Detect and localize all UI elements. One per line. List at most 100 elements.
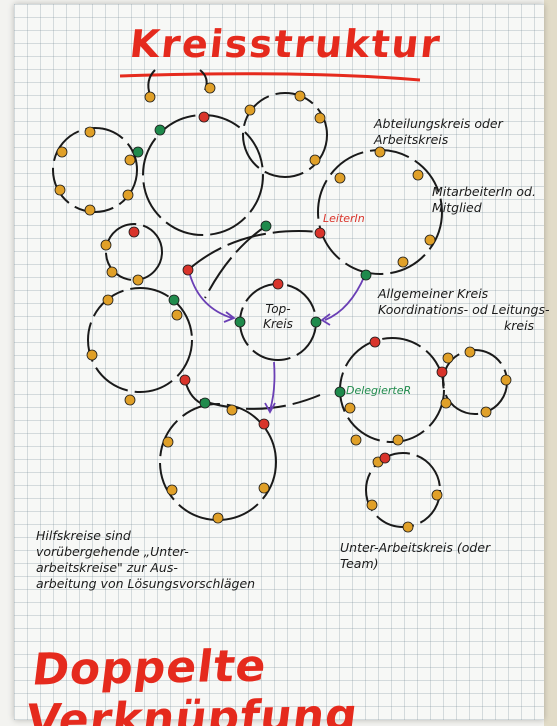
arrow-left-head [223,311,236,323]
top-circle-label: Top- Kreis [256,302,300,332]
member-dot [309,154,321,166]
member-dot [402,521,414,533]
member-dot [162,436,174,448]
note-unter-arbeitskreis: Unter-Arbeitskreis (oder Team) [340,540,490,572]
leader-dot [369,336,381,348]
note-line: Abteilungskreis oder [374,116,503,131]
leader-dot [379,452,391,464]
note-line: MitarbeiterIn od. [432,184,536,199]
delegate-dot [260,220,272,232]
note-line: kreis [504,318,535,333]
arrow-down [269,361,276,411]
note-line: vorübergehende „Unter- [36,544,189,559]
note-line: Hilfskreise sind [36,528,131,543]
leader-dot [436,366,448,378]
member-dot [392,434,404,446]
note-mitarbeiter: MitarbeiterIn od. Mitglied [432,184,536,216]
leader-dot [272,278,284,290]
member-dot [204,82,216,94]
member-dot [84,126,96,138]
note-line: Mitglied [432,200,482,215]
member-dot [102,294,114,306]
delegate-dot [199,397,211,409]
member-dot [56,146,68,158]
arrow-left-to-top [189,274,233,319]
member-dot [500,374,512,386]
member-dot [258,482,270,494]
member-dot [366,499,378,511]
member-dot [132,274,144,286]
member-dot [86,349,98,361]
page-title: Kreisstruktur [127,22,444,66]
member-dot [374,146,386,158]
member-dot [334,172,346,184]
wall-edge [544,0,557,726]
circle-upper-left [52,127,138,213]
member-dot [244,104,256,116]
note-abteilungskreis: Abteilungskreis oder Arbeitskreis [374,116,503,148]
delegate-dot [360,269,372,281]
member-dot [442,352,454,364]
member-dot [124,154,136,166]
member-dot [100,239,112,251]
member-dot [464,346,476,358]
delegate-dot [168,294,180,306]
leiterin-label: LeiterIn [323,212,365,225]
arrow-right-to-top [324,274,366,321]
member-dot [480,406,492,418]
link-curve-2 [204,225,267,299]
note-line: Allgemeiner Kreis [378,286,489,301]
note-line: arbeitung von Lösungsvorschlägen [36,576,256,591]
delegate-dot [310,316,322,328]
note-line: Arbeitskreis [374,132,449,147]
note-hilfskreise: Hilfskreise sind vorübergehende „Unter- … [36,528,255,592]
member-dot [124,394,136,406]
arrow-down-head [264,402,276,414]
arrow-right-head [320,313,331,326]
member-dot [424,234,436,246]
leader-dot [198,111,210,123]
leader-dot [182,264,194,276]
circle-lower-center [159,403,277,521]
member-dot [294,90,306,102]
member-dot [122,189,134,201]
note-line: Team) [340,556,379,571]
member-dot [440,397,452,409]
member-dot [171,309,183,321]
delegate-dot [334,386,346,398]
circle-upper-right [242,92,328,178]
delegate-dot [154,124,166,136]
leader-dot [179,374,191,386]
member-dot [397,256,409,268]
circle-small-left [105,223,163,281]
member-dot [431,489,443,501]
grid-paper [14,4,544,720]
member-dot [144,91,156,103]
delegierte-label: DelegierteR [346,384,412,397]
member-dot [54,184,66,196]
member-dot [350,434,362,446]
note-allgemeiner-kreis: Allgemeiner Kreis Koordinations- od Leit… [378,286,550,334]
note-line: Unter-Arbeitskreis (oder [340,540,491,555]
note-line: arbeitskreise" zur Aus- [36,560,178,575]
top-circle-label-line1: Top- [265,302,291,316]
member-dot [226,404,238,416]
leader-dot [258,418,270,430]
delegate-dot [132,146,144,158]
leader-dot [314,227,326,239]
leader-dot [128,226,140,238]
member-dot [106,266,118,278]
delegate-dot [234,316,246,328]
member-dot [84,204,96,216]
link-curve-1 [187,230,321,271]
member-dot [344,402,356,414]
member-dot [412,169,424,181]
member-dot [314,112,326,124]
member-dot [166,484,178,496]
bottom-title: Doppelte Verknüpfung [23,640,362,726]
link-curve-3 [199,394,321,410]
member-dot [212,512,224,524]
title-underline [119,72,421,82]
